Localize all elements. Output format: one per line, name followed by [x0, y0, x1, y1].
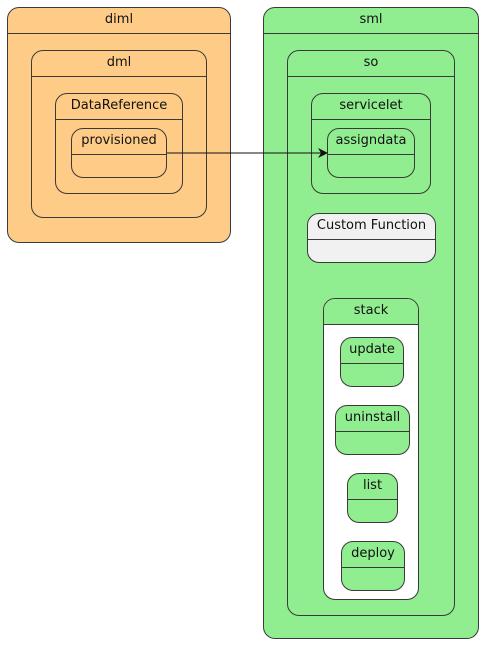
state-update-title: update: [349, 342, 395, 357]
state-so-title: so: [363, 55, 379, 70]
state-custom-function: Custom Function: [307, 213, 436, 263]
state-sml-title: sml: [359, 12, 383, 27]
state-assigndata-title: assigndata: [335, 133, 407, 148]
state-data-reference-title: DataReference: [70, 98, 168, 113]
state-update: update: [340, 337, 404, 387]
state-deploy: deploy: [341, 541, 405, 591]
state-provisioned: provisioned: [71, 128, 167, 178]
state-servicelet-title: servicelet: [339, 98, 403, 113]
state-diml-title: diml: [104, 12, 134, 27]
state-stack-title: stack: [353, 303, 389, 318]
state-dml-title: dml: [106, 55, 132, 70]
state-list: list: [347, 473, 398, 523]
state-list-title: list: [362, 478, 383, 493]
state-provisioned-title: provisioned: [81, 133, 157, 148]
state-deploy-title: deploy: [351, 546, 395, 561]
state-uninstall: uninstall: [335, 405, 410, 455]
state-custom-function-title: Custom Function: [316, 218, 427, 233]
state-uninstall-title: uninstall: [344, 410, 401, 425]
state-assigndata: assigndata: [327, 128, 415, 178]
